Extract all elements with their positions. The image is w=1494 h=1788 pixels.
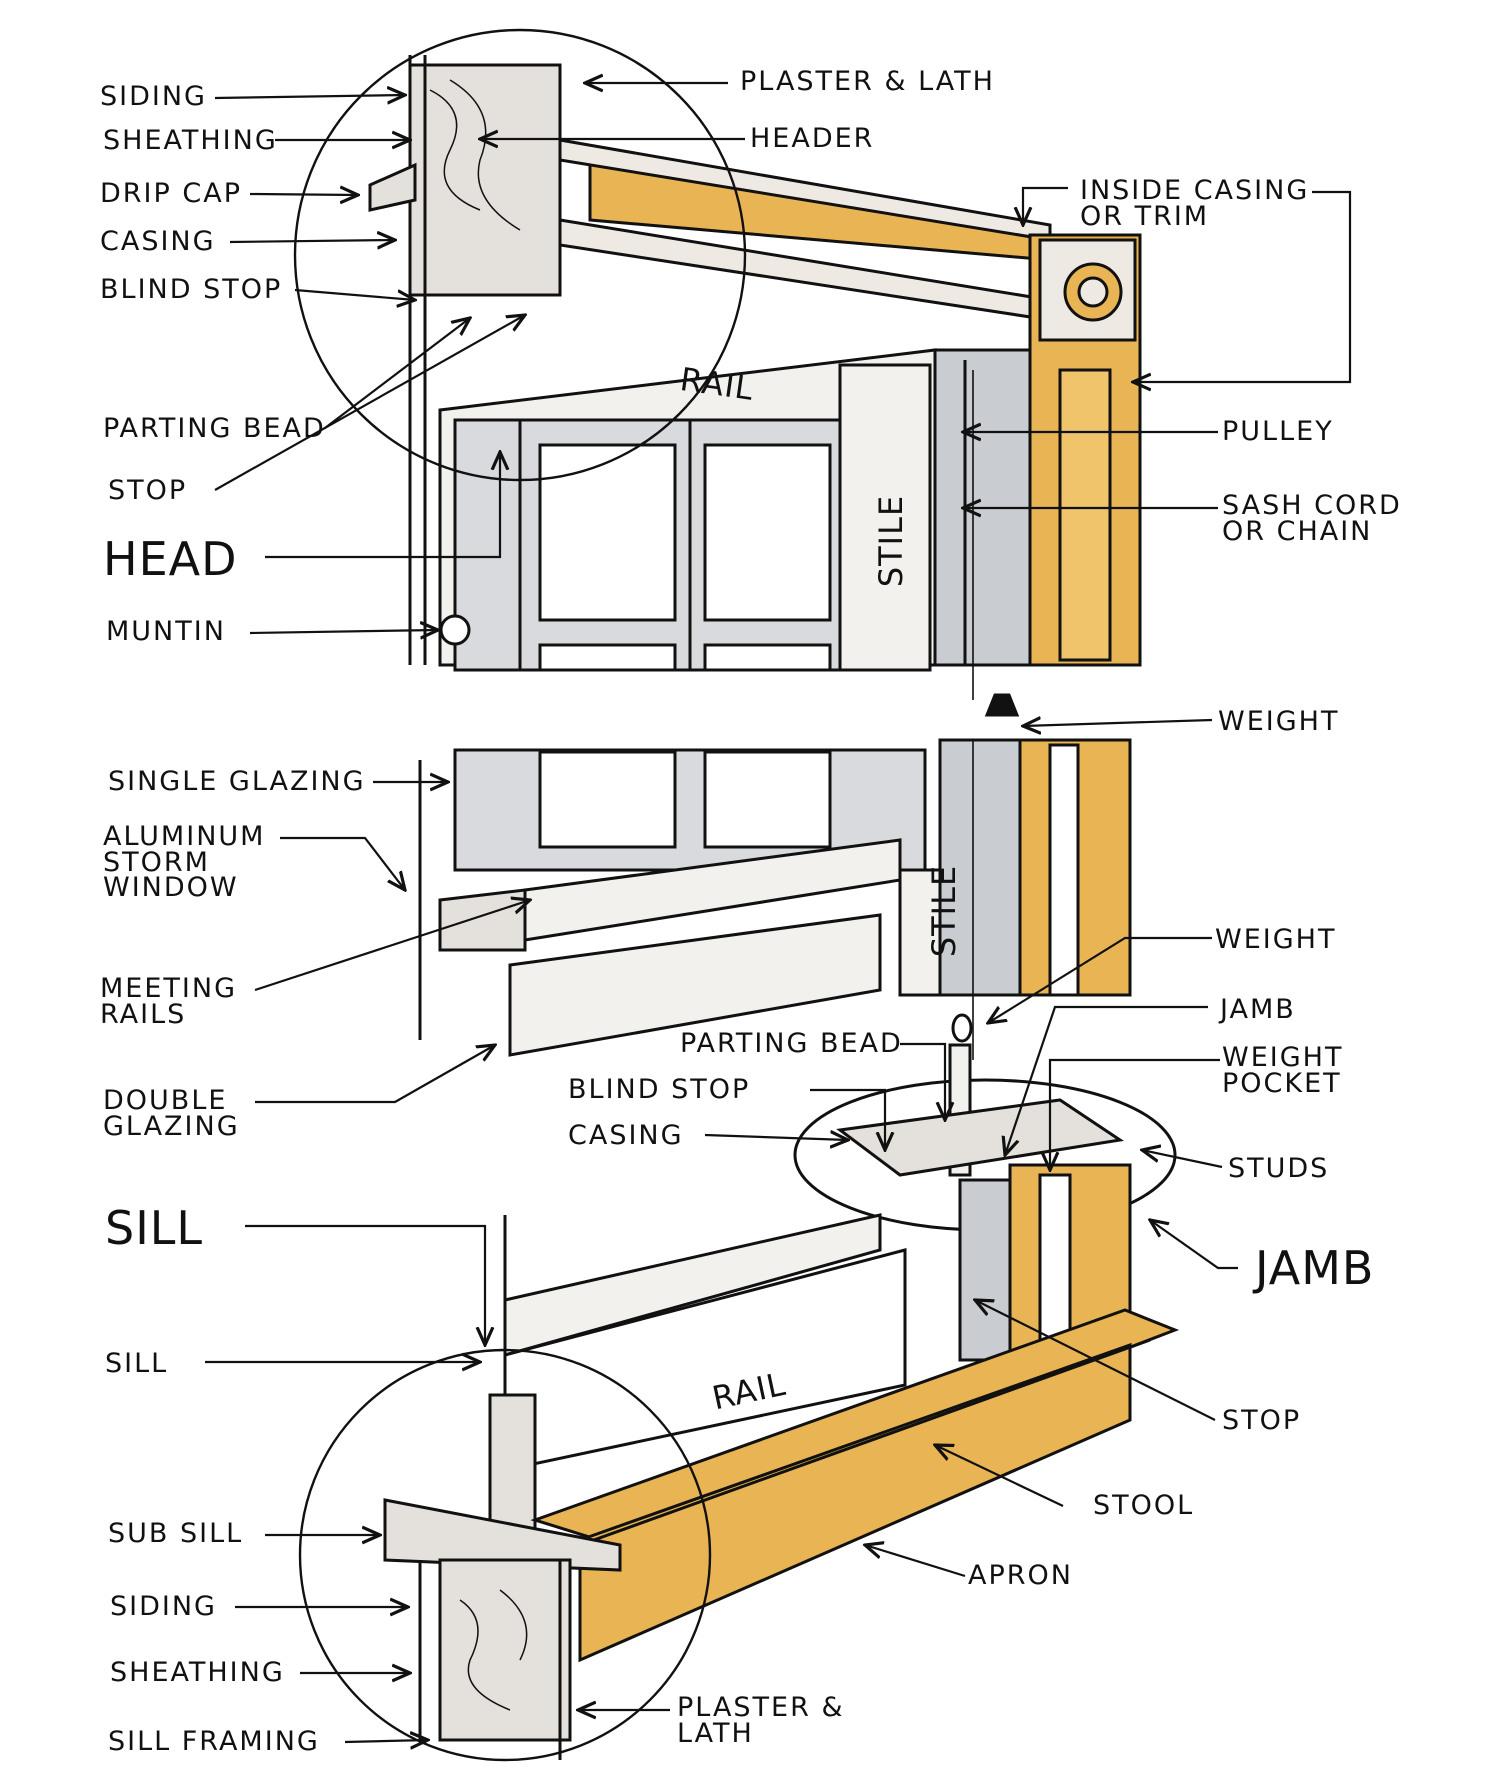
label-plaster-lath-top: PLASTER & LATH bbox=[740, 66, 995, 97]
label-parting-bead-mid: PARTING BEAD bbox=[680, 1028, 903, 1059]
label-weight-pocket: WEIGHT POCKET bbox=[1222, 1042, 1344, 1099]
label-sheathing-top: SHEATHING bbox=[103, 125, 278, 156]
label-muntin: MUNTIN bbox=[106, 616, 226, 647]
upper-sash bbox=[368, 55, 1142, 700]
sub-sill bbox=[383, 1498, 622, 1572]
label-double-glazing: DOUBLE GLAZING bbox=[103, 1085, 240, 1142]
label-sheathing-bottom: SHEATHING bbox=[110, 1657, 285, 1688]
label-apron: APRON bbox=[968, 1560, 1073, 1591]
label-rail-upper: RAIL bbox=[677, 360, 757, 408]
label-weight-1: WEIGHT bbox=[1218, 706, 1340, 737]
label-casing-mid: CASING bbox=[568, 1120, 684, 1151]
lower-sash bbox=[418, 693, 1132, 1060]
label-sill-framing: SILL FRAMING bbox=[108, 1726, 320, 1757]
label-sill-big: SILL bbox=[105, 1201, 204, 1255]
label-stop-top: STOP bbox=[108, 475, 188, 506]
label-sill-small: SILL bbox=[105, 1348, 169, 1379]
label-casing-top: CASING bbox=[100, 226, 216, 257]
label-drip-cap: DRIP CAP bbox=[100, 178, 242, 209]
label-weight-2: WEIGHT bbox=[1215, 924, 1337, 955]
label-blind-stop-top: BLIND STOP bbox=[100, 274, 283, 305]
detail-circles bbox=[293, 28, 747, 1762]
sill-assembly bbox=[383, 1043, 1180, 1760]
meeting-rail-block bbox=[438, 888, 527, 952]
label-stop-right: STOP bbox=[1222, 1405, 1302, 1436]
label-plaster-lath-bottom: PLASTER & LATH bbox=[677, 1692, 845, 1749]
sill-post bbox=[488, 1393, 537, 1537]
label-pulley: PULLEY bbox=[1222, 416, 1334, 447]
label-siding-bottom: SIDING bbox=[110, 1591, 217, 1622]
label-meeting-rails: MEETING RAILS bbox=[100, 973, 237, 1030]
sill-detail-circle bbox=[298, 1348, 712, 1762]
apron bbox=[578, 1342, 1132, 1663]
label-stool: STOOL bbox=[1093, 1490, 1195, 1521]
pane-2 bbox=[703, 443, 832, 622]
label-single-glazing: SINGLE GLAZING bbox=[108, 766, 366, 797]
head-detail-circle bbox=[293, 28, 747, 482]
muntin-knob bbox=[439, 614, 471, 646]
label-header: HEADER bbox=[750, 123, 875, 154]
label-blind-stop-mid: BLIND STOP bbox=[568, 1074, 751, 1105]
weight-upper bbox=[984, 693, 1020, 717]
label-inside-casing: INSIDE CASING OR TRIM bbox=[1080, 175, 1310, 232]
upper-stile bbox=[838, 363, 932, 672]
leader-lines bbox=[205, 83, 1352, 1742]
label-jamb-big: JAMB bbox=[1255, 1241, 1375, 1295]
rosette-inner bbox=[1077, 276, 1109, 308]
sill-framing-block bbox=[438, 1558, 572, 1742]
label-stile-upper: STILE bbox=[872, 494, 911, 588]
label-siding-top: SIDING bbox=[100, 81, 207, 112]
label-parting-bead-top: PARTING BEAD bbox=[103, 413, 326, 444]
weight-lower bbox=[951, 1013, 973, 1043]
header-block bbox=[408, 63, 562, 297]
label-stile-lower: STILE bbox=[925, 864, 964, 958]
label-sash-cord: SASH CORD OR CHAIN bbox=[1222, 490, 1402, 547]
label-sub-sill: SUB SILL bbox=[108, 1518, 244, 1549]
pane-1 bbox=[538, 443, 677, 622]
label-jamb-small: JAMB bbox=[1220, 994, 1296, 1025]
label-aluminum-storm-window: ALUMINUM STORM WINDOW bbox=[103, 821, 266, 904]
label-head: HEAD bbox=[103, 532, 238, 586]
label-studs: STUDS bbox=[1228, 1153, 1330, 1184]
